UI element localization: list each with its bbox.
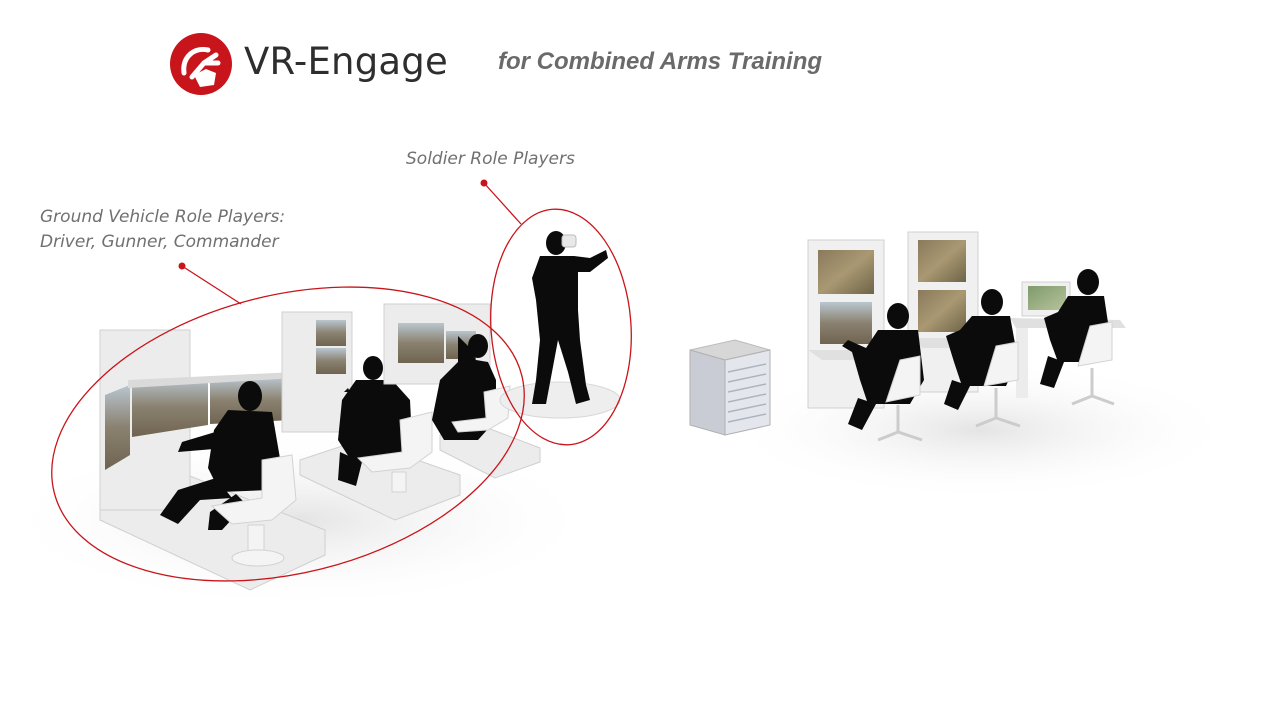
station-1-map-screen: [818, 250, 874, 294]
callout-ground-vehicle-role-players: Ground Vehicle Role Players: Driver, Gun…: [40, 205, 285, 255]
callout-soldier-text: Soldier Role Players: [406, 149, 575, 169]
server-rack: [689, 339, 771, 436]
driver-chair: [210, 454, 297, 567]
gunner-screen-bottom: [316, 348, 346, 374]
gunner-silhouette: [338, 356, 412, 486]
vr-engage-logo: [170, 33, 232, 95]
brand-name: VR-Engage: [244, 40, 448, 83]
soldier-callout-dot: [480, 179, 488, 187]
commander-silhouette: [432, 334, 496, 440]
operator-chair-1: [877, 355, 923, 442]
soldier-highlight-ellipse: [490, 208, 632, 446]
commander-screen-left: [398, 323, 444, 363]
tagline: for Combined Arms Training: [498, 48, 823, 75]
ground-vehicle-callout-dot: [178, 262, 186, 270]
operator-chair-3: [1071, 321, 1115, 406]
gunner-screen-top: [316, 320, 346, 346]
callout-ground-line-1: Ground Vehicle Role Players:: [40, 207, 286, 227]
station-2-map-screen-lower: [918, 290, 966, 332]
callout-soldier-role-players: Soldier Role Players: [406, 147, 575, 172]
vr-headset-icon: [561, 234, 577, 248]
soldier-callout: [483, 182, 632, 446]
soldier-silhouette: [532, 231, 608, 404]
station-3-map-screen: [1028, 286, 1066, 310]
hand-touch-icon: [181, 46, 221, 80]
gunner-chair: [356, 411, 433, 493]
callout-ground-line-2: Driver, Gunner, Commander: [40, 232, 279, 252]
soldier-platform: [499, 381, 621, 419]
operator-chair-2: [975, 341, 1021, 428]
ground-vehicle-callout: [51, 265, 525, 582]
ground-vehicle-highlight-ellipse: [51, 286, 525, 582]
station-2-map-screen: [918, 240, 966, 282]
station-1-terrain-screen: [820, 302, 872, 344]
driver-screen-center: [132, 377, 208, 437]
driver-screen-left: [105, 385, 130, 470]
